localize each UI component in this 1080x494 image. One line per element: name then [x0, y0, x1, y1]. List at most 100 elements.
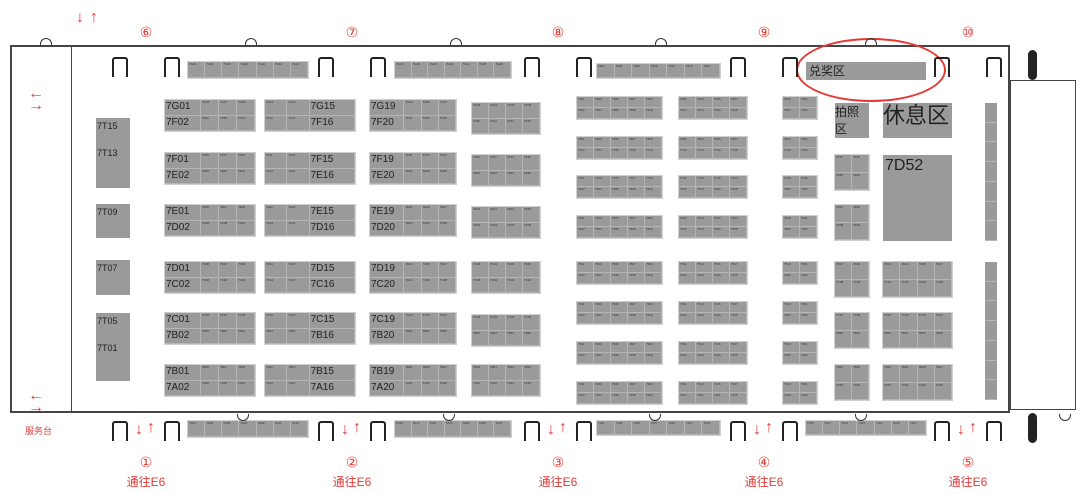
- booth[interactable]: 7415: [713, 302, 730, 313]
- booth[interactable]: 7616: [713, 187, 730, 198]
- booth[interactable]: 7D10: [237, 220, 255, 236]
- booth[interactable]: 7F10: [237, 115, 255, 131]
- booth[interactable]: 7C27: [438, 313, 457, 329]
- booth[interactable]: 7E10: [237, 168, 255, 184]
- booth[interactable]: 7E07: [219, 205, 237, 221]
- booth[interactable]: 7119: [840, 421, 858, 435]
- booth[interactable]: 7315: [713, 342, 730, 353]
- booth[interactable]: 7213: [696, 382, 713, 393]
- booth[interactable]: 7D27: [438, 262, 457, 278]
- booth[interactable]: 7512: [679, 227, 696, 238]
- booth[interactable]: 7E32: [489, 170, 506, 186]
- booth[interactable]: 7717: [730, 176, 747, 187]
- booth[interactable]: 7807: [628, 137, 645, 148]
- booth[interactable]: 7916: [713, 108, 730, 119]
- booth[interactable]: 7914: [696, 108, 713, 119]
- booth[interactable]: 7519: [783, 262, 800, 273]
- booth[interactable]: 7602: [577, 187, 594, 198]
- booth[interactable]: 7303: [594, 342, 611, 353]
- booth[interactable]: 7G09: [237, 100, 255, 116]
- booth[interactable]: 7123: [874, 421, 892, 435]
- booth[interactable]: 7202: [577, 353, 594, 364]
- booth[interactable]: 7G11: [265, 100, 288, 116]
- booth[interactable]: 7C32: [489, 277, 506, 293]
- booth[interactable]: 7A13: [290, 421, 308, 437]
- booth[interactable]: 7902: [577, 108, 594, 119]
- booth[interactable]: 7F19: [370, 153, 405, 169]
- booth[interactable]: 7621: [800, 216, 817, 227]
- booth[interactable]: 7D08: [219, 220, 237, 236]
- booth[interactable]: 7704: [594, 148, 611, 159]
- booth[interactable]: 7505: [611, 262, 628, 273]
- booth[interactable]: 7407: [628, 302, 645, 313]
- booth[interactable]: 7C19: [370, 313, 405, 329]
- booth[interactable]: 7907: [628, 97, 645, 108]
- booth[interactable]: 7D15: [309, 262, 355, 278]
- booth[interactable]: 7913: [696, 97, 713, 108]
- booth[interactable]: 7F01: [165, 153, 201, 169]
- booth[interactable]: 7C48: [934, 279, 952, 297]
- booth[interactable]: 7305: [611, 342, 628, 353]
- booth[interactable]: 7G25: [421, 100, 439, 116]
- booth[interactable]: 7E34: [506, 170, 523, 186]
- booth[interactable]: 7A40: [852, 382, 869, 400]
- booth[interactable]: 7B20: [370, 328, 405, 344]
- booth[interactable]: 7A34: [506, 380, 523, 396]
- booth[interactable]: 7C36: [523, 277, 540, 293]
- booth[interactable]: 7E40: [852, 172, 869, 190]
- booth[interactable]: 7C42: [883, 279, 901, 297]
- booth[interactable]: 7902: [597, 64, 615, 78]
- booth[interactable]: 7C47: [934, 313, 952, 331]
- booth[interactable]: 7221: [800, 382, 817, 393]
- booth[interactable]: 7F07: [219, 153, 237, 169]
- booth[interactable]: 7D23: [404, 262, 422, 278]
- booth[interactable]: 7B35: [523, 365, 540, 381]
- booth[interactable]: 7906: [632, 64, 650, 78]
- booth[interactable]: 7E36: [523, 170, 540, 186]
- booth[interactable]: 7103: [614, 421, 633, 435]
- booth[interactable]: 7C06: [201, 277, 219, 293]
- booth[interactable]: 7911: [679, 97, 696, 108]
- booth[interactable]: 7C20: [370, 277, 405, 293]
- booth[interactable]: 7A25: [477, 421, 495, 437]
- booth[interactable]: 7904: [614, 64, 633, 78]
- booth[interactable]: 7809: [645, 137, 662, 148]
- booth[interactable]: 7204: [594, 353, 611, 364]
- booth[interactable]: 7514: [696, 227, 713, 238]
- booth[interactable]: 7D28: [438, 220, 457, 236]
- booth[interactable]: 7D33: [506, 262, 523, 278]
- booth[interactable]: 7A24: [404, 380, 422, 396]
- booth[interactable]: 7C13: [287, 313, 310, 329]
- booth[interactable]: 7B09: [237, 365, 255, 381]
- booth[interactable]: 7A46: [917, 382, 935, 400]
- booth[interactable]: 7E11: [265, 205, 288, 221]
- booth[interactable]: 7E37: [835, 205, 852, 223]
- booth[interactable]: 7416: [713, 273, 730, 284]
- booth[interactable]: 7410: [645, 273, 662, 284]
- booth[interactable]: 7220: [783, 353, 800, 364]
- booth[interactable]: 7801: [577, 137, 594, 148]
- booth[interactable]: 7709: [645, 176, 662, 187]
- booth[interactable]: 7E06: [201, 168, 219, 184]
- booth[interactable]: 7419: [783, 302, 800, 313]
- booth[interactable]: 7A17: [411, 421, 429, 437]
- booth[interactable]: 7D24: [404, 220, 422, 236]
- booth[interactable]: 7A06: [201, 380, 219, 396]
- booth[interactable]: 7A38: [835, 382, 852, 400]
- booth[interactable]: 7811: [679, 137, 696, 148]
- booth[interactable]: 7F29: [472, 155, 489, 171]
- booth[interactable]: 7612: [679, 187, 696, 198]
- booth[interactable]: 7B14: [287, 328, 310, 344]
- booth[interactable]: 7F08: [219, 115, 237, 131]
- booth[interactable]: 7E20: [370, 168, 405, 184]
- booth[interactable]: 7G04: [205, 62, 223, 78]
- booth[interactable]: 7E24: [404, 168, 422, 184]
- booth[interactable]: 7A42: [883, 382, 901, 400]
- booth[interactable]: 7B05: [201, 365, 219, 381]
- booth[interactable]: 7319: [783, 342, 800, 353]
- booth[interactable]: 7B33: [506, 365, 523, 381]
- booth[interactable]: 7A28: [438, 380, 457, 396]
- booth[interactable]: 7F11: [265, 153, 288, 169]
- booth[interactable]: 7C11: [265, 313, 288, 329]
- booth[interactable]: 7E01: [165, 205, 201, 221]
